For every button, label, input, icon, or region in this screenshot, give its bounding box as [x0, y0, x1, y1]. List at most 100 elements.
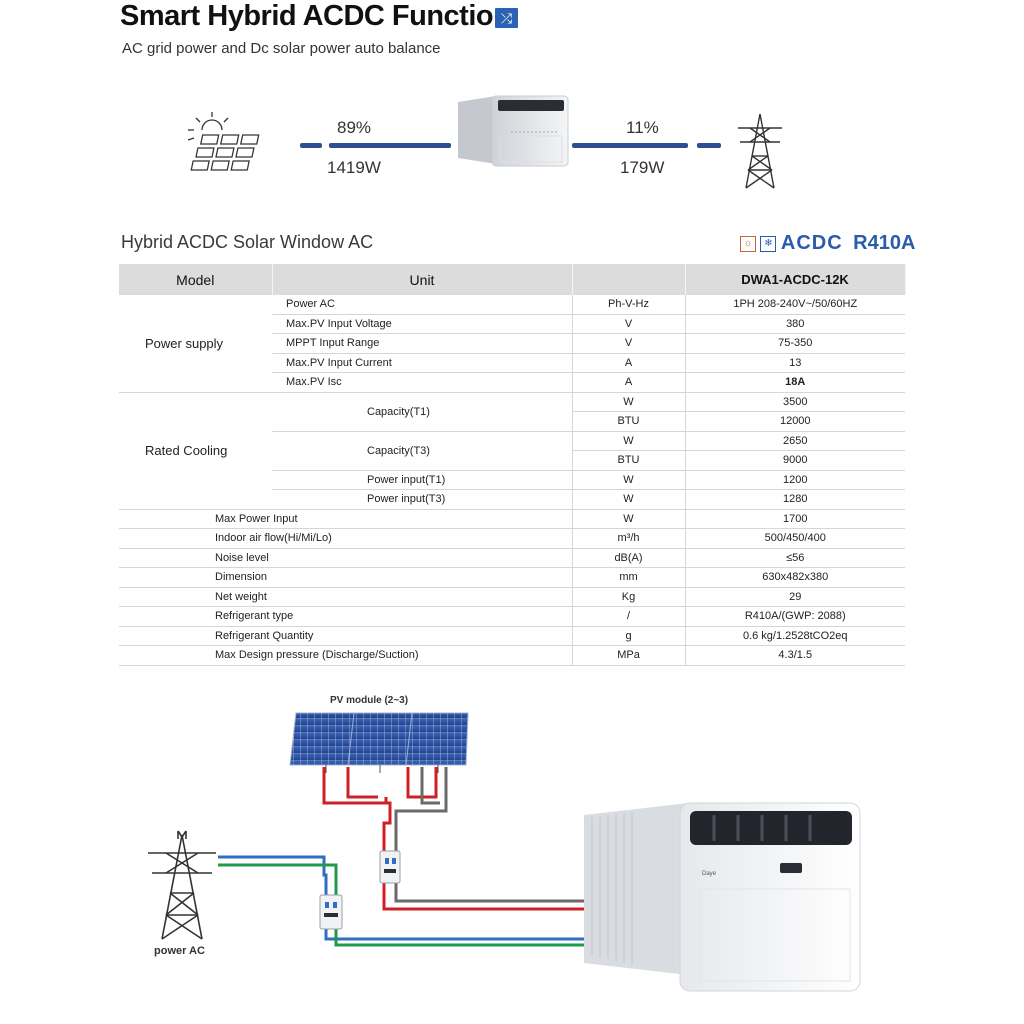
- row-label: Max Design pressure (Discharge/Suction): [119, 645, 572, 666]
- row-label: Max.PV Input Voltage: [272, 314, 572, 334]
- row-unit: W: [571, 392, 685, 412]
- row-label: Noise level: [119, 548, 572, 568]
- table-row: Max.PV Input Current A 13: [119, 353, 905, 373]
- table-row: BTU 9000: [119, 450, 905, 471]
- table-row: Max.PV Isc A 18A: [119, 372, 905, 393]
- row-value: 9000: [684, 450, 905, 471]
- row-value: 380: [684, 314, 905, 334]
- table-row: Max.PV Input Voltage V 380: [119, 314, 905, 334]
- flow-line-dash: [300, 143, 322, 148]
- row-label: Power input(T1): [272, 470, 572, 490]
- window-ac-unit-image: [458, 95, 569, 167]
- table-row: Capacity(T3) W 2650: [119, 431, 905, 471]
- flow-line-dash: [697, 143, 721, 148]
- row-label: Refrigerant Quantity: [119, 626, 572, 646]
- row-label: Power AC: [272, 295, 572, 315]
- spec-table: Model Unit DWA1-ACDC-12K Power supply Po…: [119, 264, 906, 666]
- row-value: 75-350: [684, 333, 905, 354]
- row-unit: A: [571, 353, 685, 373]
- row-value: ≤56: [684, 548, 905, 568]
- grid-percent: 11%: [626, 118, 659, 137]
- row-unit: V: [571, 314, 685, 334]
- row-value: 4.3/1.5: [684, 645, 905, 666]
- table-row: Dimension mm 630x482x380: [119, 567, 905, 588]
- wire-dc-negative: [394, 767, 584, 903]
- table-row: Max Design pressure (Discharge/Suction) …: [119, 645, 905, 666]
- row-value: 1200: [684, 470, 905, 490]
- group-power-supply: Power supply: [119, 295, 272, 393]
- row-unit: A: [571, 372, 685, 393]
- header-unit: Unit: [272, 264, 573, 295]
- wiring-diagram: Daye: [148, 712, 861, 992]
- table-row: BTU 12000: [119, 411, 905, 432]
- row-unit: g: [571, 626, 685, 646]
- row-unit: W: [571, 470, 685, 490]
- table-row: Power input(T1) W 1200: [119, 470, 905, 490]
- row-label: Capacity(T1): [272, 392, 572, 432]
- power-tower-icon: [148, 830, 216, 940]
- dc-breaker: [379, 850, 401, 884]
- acdc-logo: ☼ ❄ ACDC R410A: [740, 232, 915, 255]
- row-value: 3500: [684, 392, 905, 412]
- row-value: 18A: [684, 372, 905, 393]
- row-value: 2650: [684, 431, 905, 451]
- solar-percent: 89%: [337, 118, 372, 137]
- page-title: Smart Hybrid ACDC Function: [120, 0, 511, 32]
- row-unit: W: [571, 489, 685, 510]
- pv-panel: [289, 712, 355, 773]
- row-unit: Ph-V-Hz: [571, 295, 685, 315]
- wire-ac-live: [218, 855, 584, 941]
- row-label: Dimension: [119, 567, 572, 588]
- row-label: MPPT Input Range: [272, 333, 572, 354]
- row-label: Max.PV Isc: [272, 372, 572, 393]
- row-label: Net weight: [119, 587, 572, 607]
- row-unit: W: [571, 509, 685, 529]
- header-product: DWA1-ACDC-12K: [685, 264, 906, 295]
- row-unit: Kg: [571, 587, 685, 607]
- power-ac-label: power AC: [154, 945, 205, 957]
- snowflake-icon: ❄: [760, 235, 777, 252]
- acdc-logo-text: ACDC: [780, 232, 843, 254]
- row-value: 29: [684, 587, 905, 607]
- table-row: Power input(T3) W 1280: [119, 489, 905, 510]
- table-row: Max Power Input W 1700: [119, 509, 905, 529]
- table-title: Hybrid ACDC Solar Window AC: [121, 232, 374, 252]
- row-value: 630x482x380: [684, 567, 905, 588]
- row-value: R410A/(GWP: 2088): [684, 606, 905, 627]
- shuffle-icon: ⤮: [495, 8, 518, 28]
- solar-watts: 1419W: [327, 158, 381, 177]
- refrigerant-logo-text: R410A: [853, 232, 916, 254]
- table-row: MPPT Input Range V 75-350: [119, 333, 905, 354]
- row-label: Refrigerant type: [119, 606, 572, 627]
- page-subtitle: AC grid power and Dc solar power auto ba…: [122, 40, 441, 57]
- header-unit-col: [572, 264, 686, 295]
- power-tower-icon: [738, 113, 782, 189]
- grid-watts: 179W: [620, 158, 665, 177]
- sun-icon: ☼: [740, 235, 756, 252]
- row-unit: V: [571, 333, 685, 354]
- table-row: Refrigerant type / R410A/(GWP: 2088): [119, 606, 905, 627]
- row-unit: MPa: [571, 645, 685, 666]
- row-value: 12000: [684, 411, 905, 432]
- wire-dc-positive: [322, 767, 584, 911]
- row-unit: BTU: [571, 411, 685, 432]
- table-row: Power supply Power AC Ph-V-Hz 1PH 208-24…: [119, 295, 905, 393]
- row-label: Max Power Input: [119, 509, 572, 529]
- row-label: Power input(T3): [272, 489, 572, 510]
- ac-brand-label: Daye: [702, 871, 717, 877]
- row-unit: BTU: [571, 450, 685, 471]
- row-unit: mm: [571, 567, 685, 588]
- row-value: 1700: [684, 509, 905, 529]
- table-row: Refrigerant Quantity g 0.6 kg/1.2528tCO2…: [119, 626, 905, 646]
- pv-module-label: PV module (2~3): [330, 695, 409, 706]
- solar-flow-line: [329, 143, 451, 148]
- row-unit: m³/h: [571, 528, 685, 549]
- table-row: Noise level dB(A) ≤56: [119, 548, 905, 568]
- table-row: Indoor air flow(Hi/Mi/Lo) m³/h 500/450/4…: [119, 528, 905, 549]
- window-ac-unit-image: Daye: [584, 802, 861, 992]
- table-row: Rated Cooling Capacity(T1) W 3500: [119, 392, 905, 510]
- row-label: Max.PV Input Current: [272, 353, 572, 373]
- row-unit: dB(A): [571, 548, 685, 568]
- solar-panel-icon: [187, 112, 260, 171]
- ac-breaker: [319, 894, 343, 930]
